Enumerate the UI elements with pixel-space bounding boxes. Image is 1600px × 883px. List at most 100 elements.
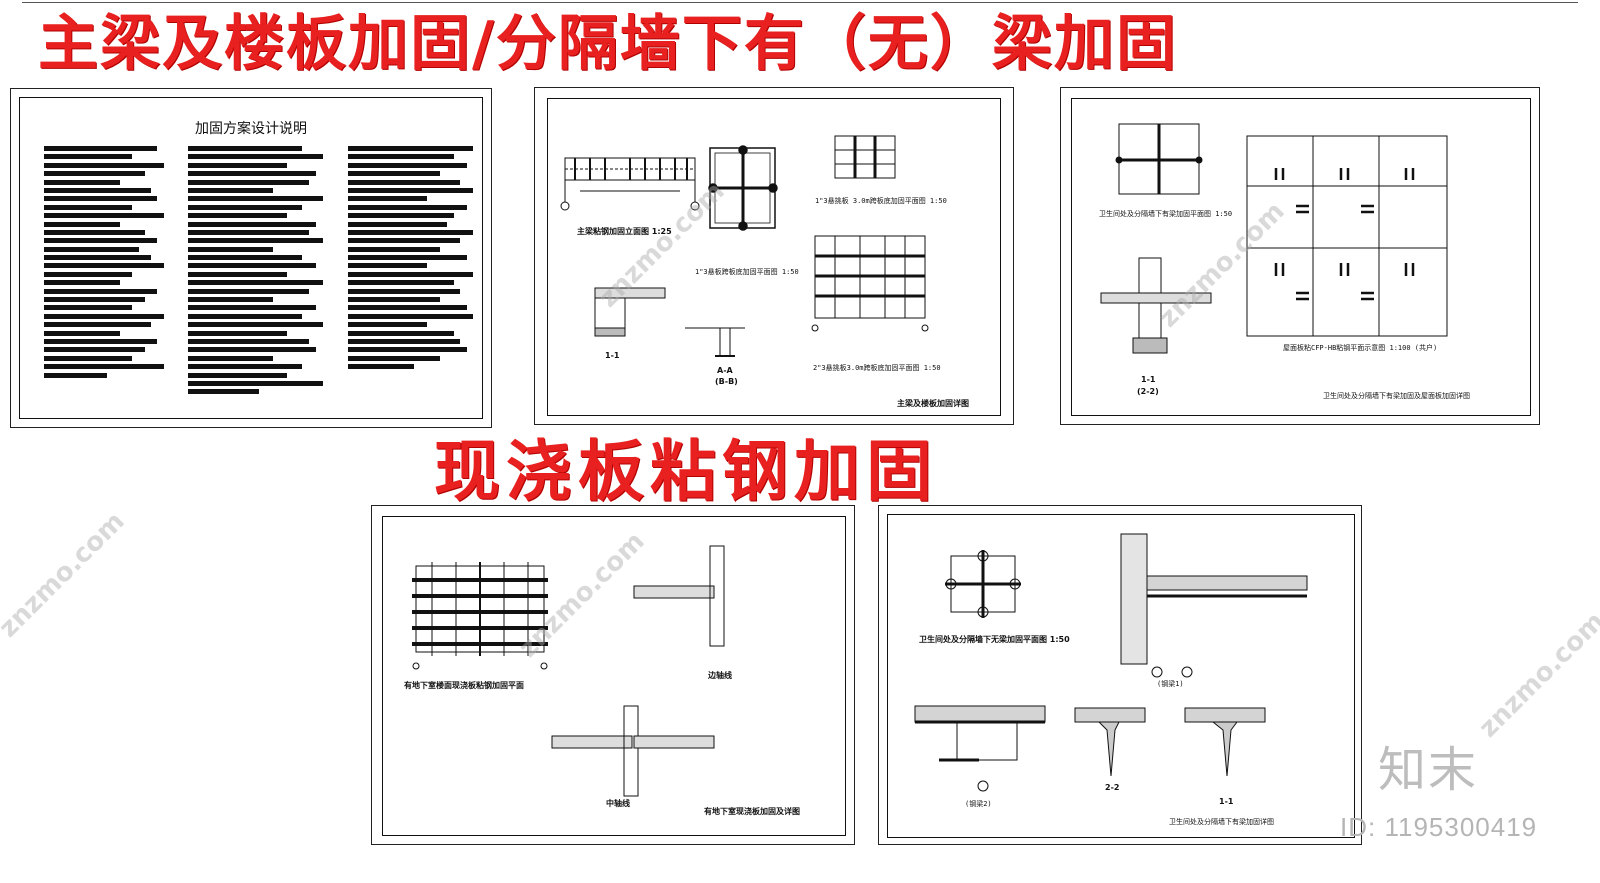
drawing-label: (2-2) [1137, 387, 1159, 396]
redacted-text-line [348, 221, 447, 227]
no-beam-drawing: 卫生间处及分隔墙下无梁加固平面图 1:50 (钢梁1) (钢梁2) 2-2 1-… [914, 533, 1308, 826]
no-beam-sheet[interactable]: 卫生间处及分隔墙下无梁加固平面图 1:50 (钢梁1) (钢梁2) 2-2 1-… [878, 505, 1362, 845]
redacted-text-line [348, 322, 428, 328]
redacted-text-line [348, 246, 441, 252]
drawing-label: 有地下室楼面现浇板粘钢加固平面 [404, 680, 524, 690]
watermark-text: znzmo.com [0, 506, 131, 644]
redacted-text-line [44, 313, 164, 319]
redacted-text-line [348, 330, 454, 336]
redacted-text-column [348, 146, 480, 373]
redacted-text-line [188, 330, 288, 336]
redacted-text-line [188, 297, 274, 303]
main-beam-sheet[interactable]: 主梁粘钢加固立面图 1:25 1-1 A-A (B-B) 1"3悬挑板 3.0m… [534, 87, 1014, 425]
redacted-text-line [188, 338, 309, 344]
cast-slab-sheet[interactable]: 有地下室楼面现浇板粘钢加固平面 边轴线 中轴线 有地下室现浇板加固及详图 [371, 505, 855, 845]
redacted-text-line [348, 263, 428, 269]
redacted-text-line [188, 196, 323, 202]
sheet-caption: 有地下室现浇板加固及详图 [704, 806, 800, 816]
redacted-text-line [348, 196, 428, 202]
redacted-text-line [44, 338, 158, 344]
redacted-text-line [44, 297, 145, 303]
redacted-text-line [44, 280, 120, 286]
drawing-label: (B-B) [715, 377, 738, 386]
top-banner-title: 主梁及楼板加固/分隔墙下有（无）梁加固 [38, 9, 1178, 79]
redacted-text-line [348, 154, 454, 160]
top-rule [22, 2, 1578, 3]
redacted-text-line [188, 288, 309, 294]
redacted-text-line [44, 246, 139, 252]
redacted-text-line [188, 154, 323, 160]
redacted-text-column [188, 146, 330, 398]
redacted-text-column [44, 146, 170, 381]
middle-banner-title: 现浇板粘钢加固 [434, 432, 938, 510]
redacted-text-line [44, 179, 120, 185]
drawing-label: 1-1 [605, 351, 620, 360]
redacted-text-line [44, 330, 120, 336]
redacted-text-line [348, 364, 414, 370]
cast-slab-drawing: 有地下室楼面现浇板粘钢加固平面 边轴线 中轴线 有地下室现浇板加固及详图 [404, 545, 800, 816]
sheet-caption: 主梁及楼板加固详图 [897, 398, 969, 408]
redacted-text-line [44, 213, 164, 219]
bathroom-beam-sheet[interactable]: 卫生间处及分隔墙下有梁加固平面图 1:50 屋面板粘CFP-HB粘钢平面示意图 … [1060, 87, 1540, 425]
redacted-text-line [188, 389, 259, 395]
redacted-text-line [188, 263, 316, 269]
drawing-label: 1"3悬挑板 3.0m跨板底加固平面图 1:50 [815, 196, 947, 205]
redacted-text-line [348, 280, 454, 286]
redacted-text-line [44, 372, 107, 378]
redacted-text-line [348, 338, 461, 344]
drawing-label: 屋面板粘CFP-HB粘钢平面示意图 1:100 (共户) [1283, 343, 1437, 352]
drawing-label: 2"3悬挑板3.0m跨板底加固平面图 1:50 [813, 363, 941, 372]
drawing-label: 2-2 [1105, 783, 1119, 792]
redacted-text-line [44, 171, 145, 177]
brand-logo: 知末 [1378, 742, 1479, 798]
redacted-text-line [188, 162, 288, 168]
drawing-label: A-A [717, 366, 734, 375]
redacted-text-line [348, 213, 454, 219]
redacted-text-line [188, 313, 302, 319]
design-notes-sheet[interactable]: 加固方案设计说明 [10, 88, 492, 428]
redacted-text-line [188, 280, 323, 286]
redacted-text-line [348, 204, 467, 210]
redacted-text-line [348, 238, 461, 244]
redacted-text-line [44, 204, 133, 210]
redacted-text-line [188, 213, 288, 219]
redacted-text-line [188, 355, 274, 361]
redacted-text-line [188, 238, 323, 244]
redacted-text-line [348, 255, 467, 261]
redacted-text-line [188, 364, 302, 370]
redacted-text-line [348, 271, 474, 277]
drawing-label: 1-1 [1141, 375, 1156, 384]
redacted-text-line [348, 179, 461, 185]
redacted-text-line [348, 171, 441, 177]
redacted-text-line [188, 372, 288, 378]
redacted-text-line [44, 263, 164, 269]
redacted-text-line [348, 187, 474, 193]
drawing-label: (钢梁2) [965, 799, 992, 808]
redacted-text-line [348, 355, 441, 361]
redacted-text-line [44, 271, 133, 277]
drawing-label: 卫生间处及分隔墙下无梁加固平面图 1:50 [919, 634, 1070, 644]
drawing-label: 边轴线 [707, 670, 732, 680]
redacted-text-line [188, 255, 302, 261]
redacted-text-line [348, 146, 474, 151]
redacted-text-line [348, 229, 474, 235]
bathroom-beam-drawing: 卫生间处及分隔墙下有梁加固平面图 1:50 屋面板粘CFP-HB粘钢平面示意图 … [1099, 123, 1470, 400]
redacted-text-line [188, 204, 302, 210]
drawing-label: 卫生间处及分隔墙下有梁加固平面图 1:50 [1099, 209, 1232, 218]
sheet-caption: 卫生间处及分隔墙下有梁加固详图 [1169, 817, 1274, 826]
redacted-text-line [44, 221, 120, 227]
redacted-text-line [44, 154, 133, 160]
redacted-text-line [188, 322, 323, 328]
asset-id: ID: 1195300419 [1340, 812, 1538, 842]
sheet-frame [1071, 98, 1531, 416]
redacted-text-line [348, 313, 474, 319]
redacted-text-line [348, 305, 467, 311]
redacted-text-line [348, 162, 467, 168]
drawing-label: (钢梁1) [1157, 679, 1184, 688]
redacted-text-line [188, 146, 302, 151]
redacted-text-line [44, 347, 145, 353]
drawing-label: 1-1 [1219, 797, 1234, 806]
main-beam-drawing: 主梁粘钢加固立面图 1:25 1-1 A-A (B-B) 1"3悬挑板 3.0m… [560, 135, 969, 408]
watermark-text: znzmo.com [1473, 606, 1600, 744]
sheet-frame: 加固方案设计说明 [19, 97, 483, 419]
